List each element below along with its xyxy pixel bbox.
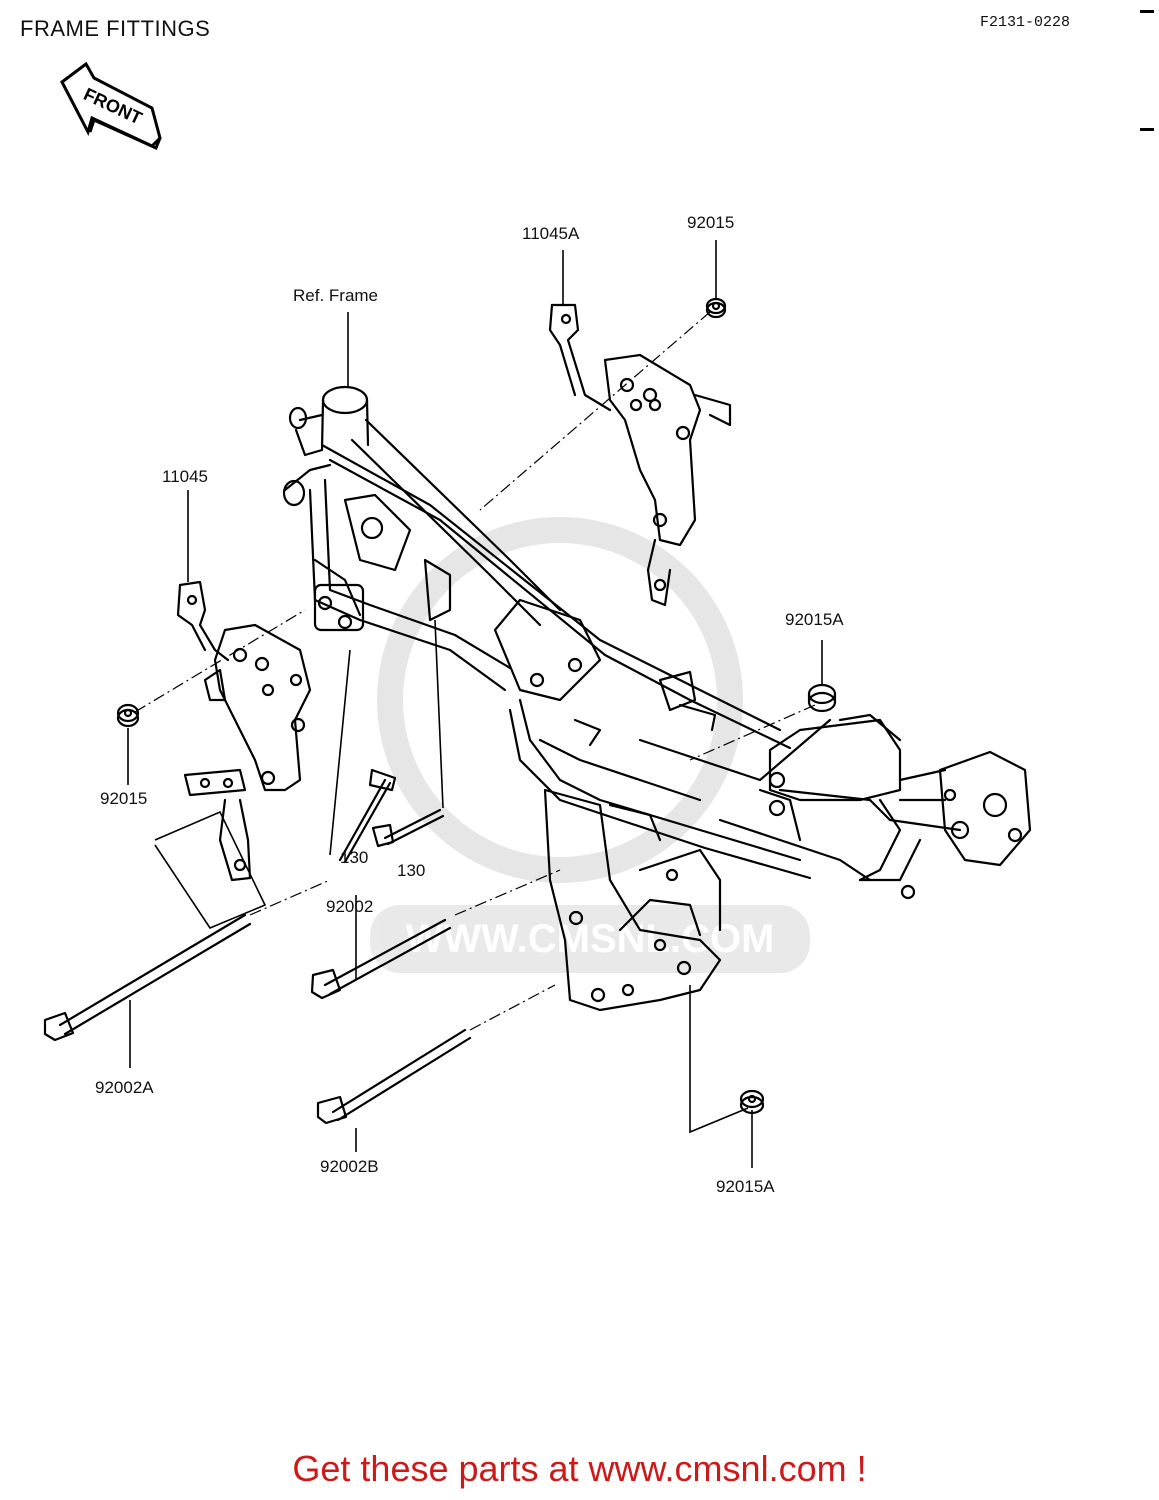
callout-92015-top: 92015	[687, 213, 735, 232]
frame-lower-mount	[543, 788, 722, 1012]
frame-steering-head	[282, 385, 370, 507]
alignment-lines	[134, 311, 816, 1031]
part-130-bolt-b	[371, 808, 445, 848]
frame-rear-crossmember	[718, 713, 962, 900]
callout-92002A: 92002A	[95, 1078, 154, 1097]
callout-130-a: 130	[340, 848, 369, 867]
part-92002A-bolt	[43, 913, 252, 1042]
part-92015A-nut-right	[807, 683, 837, 713]
part-92015-nut-left	[116, 703, 140, 728]
edge-mark-bottom	[1140, 128, 1154, 131]
diagram-code: F2131-0228	[980, 14, 1071, 31]
front-arrow-icon: FRONT	[60, 61, 162, 151]
diagram-title: FRAME FITTINGS	[20, 16, 211, 41]
frame-top-tubes	[320, 418, 792, 750]
part-92002B-bolt	[316, 1028, 472, 1125]
frame-right-bracket	[898, 750, 1032, 867]
part-130-bolt-a	[338, 768, 397, 864]
callout-ref-frame: Ref. Frame	[293, 286, 379, 305]
frame-down-tubes	[308, 478, 512, 692]
frame-center-section	[493, 598, 832, 880]
callout-130-b: 130	[397, 861, 426, 880]
callout-92015A-right: 92015A	[785, 610, 844, 629]
callout-92002: 92002	[326, 897, 374, 916]
callout-92015-left: 92015	[100, 789, 148, 808]
callout-92002B: 92002B	[320, 1157, 379, 1176]
part-92015-nut-top	[705, 297, 727, 319]
footer-promo-link[interactable]: Get these parts at www.cmsnl.com !	[292, 1448, 867, 1489]
callout-92015A-bottom: 92015A	[716, 1177, 775, 1196]
part-92002-bolt	[310, 918, 452, 1000]
callout-11045: 11045	[162, 467, 209, 486]
part-11045-bracket	[176, 580, 312, 882]
edge-mark-top	[1140, 10, 1154, 13]
watermark: WWW.CMSNL.COM	[370, 517, 810, 973]
leader-lines	[127, 240, 823, 1168]
part-11045A-bracket	[548, 303, 732, 607]
callout-11045A: 11045A	[522, 224, 580, 243]
